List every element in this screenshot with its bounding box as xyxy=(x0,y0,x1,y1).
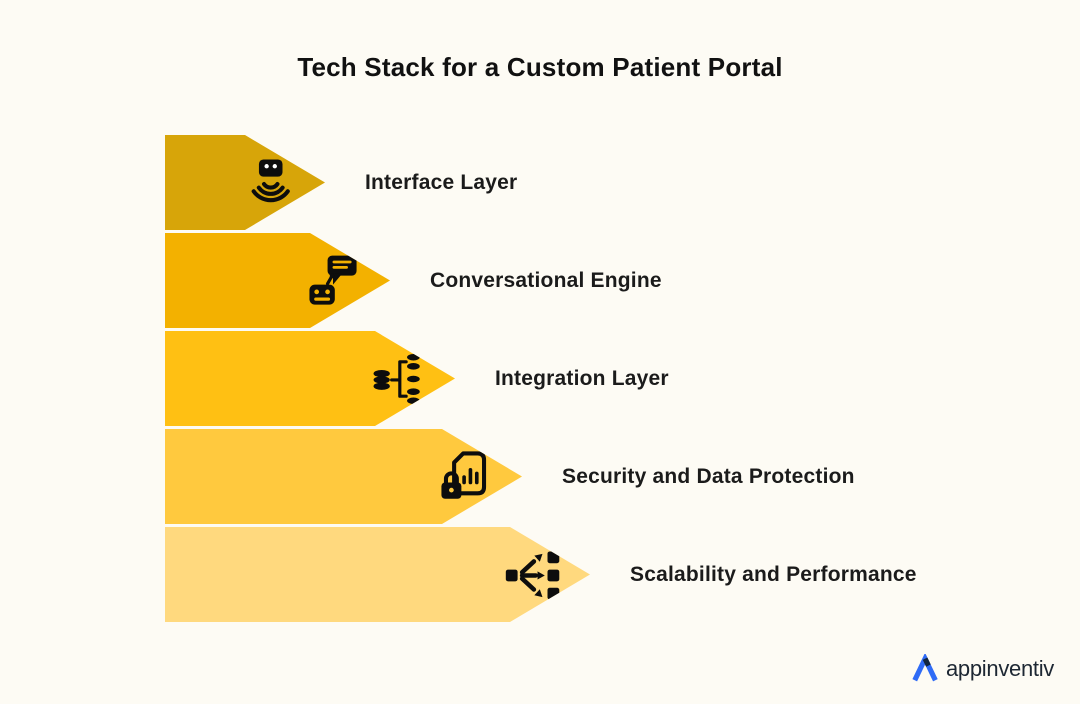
page-title: Tech Stack for a Custom Patient Portal xyxy=(297,52,783,82)
layer-arrow-conversational xyxy=(165,233,390,328)
layer-arrow-integration xyxy=(165,331,455,426)
layer-label-integration: Integration Layer xyxy=(495,367,669,390)
chatbot-icon xyxy=(304,252,362,310)
layer-arrow-interface xyxy=(165,135,325,230)
data-integration-icon xyxy=(369,350,427,408)
secure-document-icon xyxy=(436,448,494,506)
voice-assistant-icon xyxy=(239,154,297,212)
layer-label-conversational: Conversational Engine xyxy=(430,269,662,292)
layer-arrow-scalability xyxy=(165,527,590,622)
layer-label-security: Security and Data Protection xyxy=(562,465,855,488)
layer-arrow-security xyxy=(165,429,522,524)
layer-label-interface: Interface Layer xyxy=(365,171,518,194)
brand-logo: appinventiv xyxy=(911,654,1054,684)
scaling-icon xyxy=(504,546,562,604)
brand-logo-text: appinventiv xyxy=(946,656,1054,681)
layer-label-scalability: Scalability and Performance xyxy=(630,563,917,586)
appinventiv-logo-icon xyxy=(912,654,938,682)
